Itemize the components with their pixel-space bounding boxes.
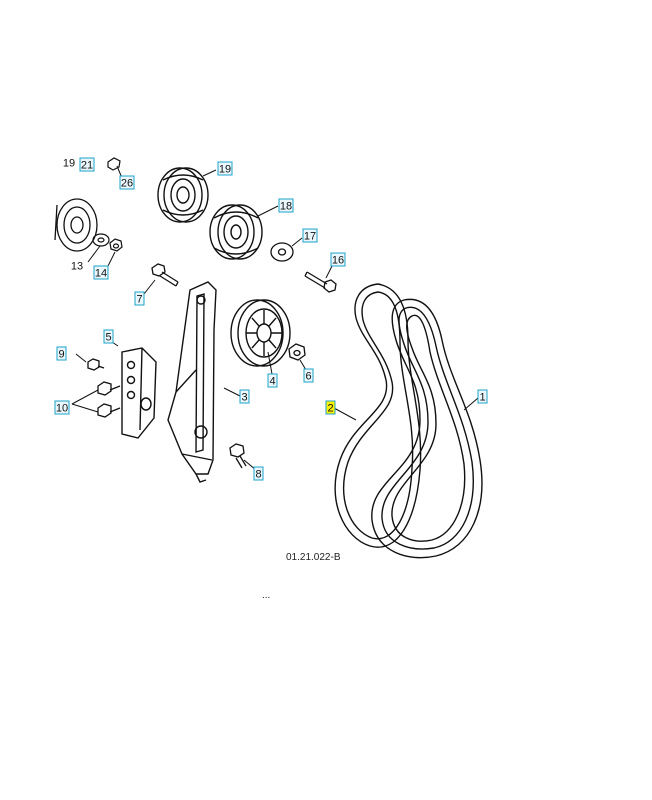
leader-lines — [71, 165, 479, 471]
callout-label-14: 14 — [95, 268, 107, 280]
bolt-8 — [229, 443, 247, 469]
callout-box-19 — [217, 161, 233, 176]
belt-1 — [371, 298, 483, 559]
bolt-7 — [151, 263, 179, 287]
bolt-16 — [304, 271, 337, 293]
callout-1: 1 — [477, 389, 488, 404]
callout-label-18: 18 — [280, 201, 292, 213]
screws-10 — [97, 381, 121, 418]
callout-label-8: 8 — [255, 469, 261, 481]
callout-box-26 — [119, 175, 135, 190]
callout-17: 17 — [302, 228, 318, 243]
callout-label-17: 17 — [304, 231, 316, 243]
screw-9 — [87, 358, 105, 371]
callout-7: 7 — [134, 291, 145, 306]
callout-label-21: 21 — [81, 160, 93, 172]
partial-pulley-top-left — [54, 198, 98, 252]
callout-6: 6 — [303, 368, 314, 383]
callout-box-2 — [325, 400, 336, 415]
callout-box-1 — [477, 389, 488, 404]
callout-box-18 — [278, 198, 294, 213]
belt-2 — [334, 283, 422, 548]
footer-fragment: ... — [262, 590, 270, 601]
callout-10: 10 — [54, 400, 70, 415]
washer-17 — [270, 242, 294, 262]
callout-26: 26 — [119, 175, 135, 190]
callout-box-21 — [79, 157, 95, 172]
callout-label-1: 1 — [479, 392, 485, 404]
callout-18: 18 — [278, 198, 294, 213]
callout-label-26: 26 — [121, 178, 133, 190]
pulley-19 — [157, 167, 209, 223]
callout-box-9 — [56, 346, 67, 361]
callout-label-13: 13 — [71, 261, 83, 273]
nut-6 — [288, 343, 306, 361]
drawing-id: 01.21.022-B — [286, 552, 341, 563]
callout-label-16: 16 — [332, 255, 344, 267]
callout-box-3 — [239, 389, 250, 404]
callout-label-5: 5 — [105, 332, 111, 344]
callout-19: 19 — [63, 158, 75, 170]
callout-label-6: 6 — [305, 371, 311, 383]
fastener-21 — [107, 157, 121, 171]
callout-box-7 — [134, 291, 145, 306]
callout-box-8 — [253, 466, 264, 481]
callout-label-19: 19 — [63, 158, 75, 170]
callout-21: 21 — [79, 157, 95, 172]
idler-pulley-4 — [230, 299, 291, 367]
callout-19: 19 — [217, 161, 233, 176]
bracket-5 — [121, 347, 157, 439]
nut-14 — [109, 238, 123, 252]
callout-box-16 — [330, 252, 346, 267]
callout-2: 2 — [325, 400, 336, 415]
callout-label-2: 2 — [327, 403, 333, 415]
callout-label-4: 4 — [269, 376, 275, 388]
callout-label-3: 3 — [241, 392, 247, 404]
callout-box-14 — [93, 265, 109, 280]
callout-label-19: 19 — [219, 164, 231, 176]
idler-arm-3 — [167, 281, 217, 483]
washer-13 — [92, 233, 110, 247]
callout-box-10 — [54, 400, 70, 415]
callout-box-5 — [103, 329, 114, 344]
callout-label-9: 9 — [58, 349, 64, 361]
callout-16: 16 — [330, 252, 346, 267]
callout-13: 13 — [71, 261, 83, 273]
callout-box-4 — [267, 373, 278, 388]
callout-8: 8 — [253, 466, 264, 481]
callout-3: 3 — [239, 389, 250, 404]
callout-box-6 — [303, 368, 314, 383]
callout-14: 14 — [93, 265, 109, 280]
callout-label-10: 10 — [56, 403, 68, 415]
callout-5: 5 — [103, 329, 114, 344]
callout-label-7: 7 — [136, 294, 142, 306]
callouts: 19 21 26 19 18 17 13 14 16 7 5 9 4 6 3 10 1 2 8 — [54, 157, 488, 481]
pulley-18 — [209, 204, 263, 260]
callout-9: 9 — [56, 346, 67, 361]
callout-box-17 — [302, 228, 318, 243]
callout-4: 4 — [267, 373, 278, 388]
